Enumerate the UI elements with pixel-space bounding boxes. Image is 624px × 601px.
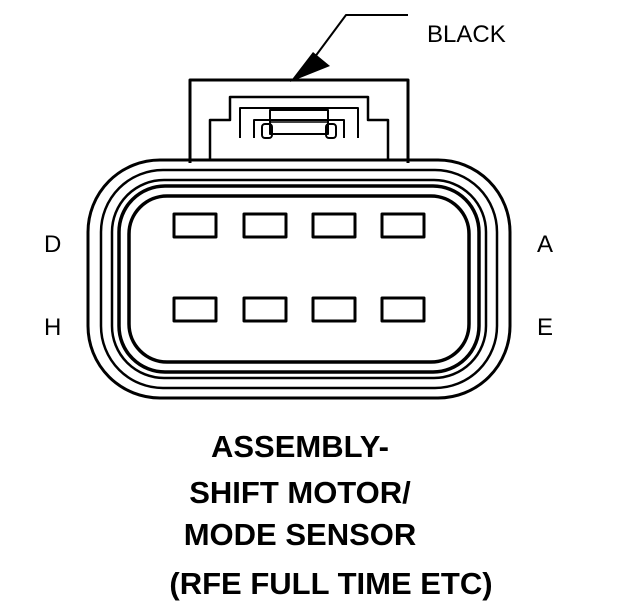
title-line-2: SHIFT MOTOR/ (189, 475, 411, 510)
latch-tab (188, 78, 410, 163)
pin-label-e: E (537, 314, 554, 341)
pin-cavity (311, 296, 357, 323)
pin-cavities (172, 212, 426, 323)
pin-cavity (242, 296, 288, 323)
pin-label-a: A (537, 231, 554, 258)
color-callout-label: BLACK (427, 21, 506, 48)
pin-label-d: D (44, 231, 62, 258)
pin-cavity (242, 212, 288, 239)
connector-body (86, 158, 512, 400)
pin-cavity (311, 212, 357, 239)
pin-cavity (172, 296, 218, 323)
pin-cavity (172, 212, 218, 239)
title-line-4: (RFE FULL TIME ETC) (169, 566, 493, 601)
title-line-1: ASSEMBLY- (210, 429, 389, 464)
callout-arrowhead (290, 52, 330, 82)
pin-label-h: H (44, 314, 62, 341)
title-line-3: MODE SENSOR (183, 517, 417, 552)
pin-cavity (380, 296, 426, 323)
pin-cavity (380, 212, 426, 239)
